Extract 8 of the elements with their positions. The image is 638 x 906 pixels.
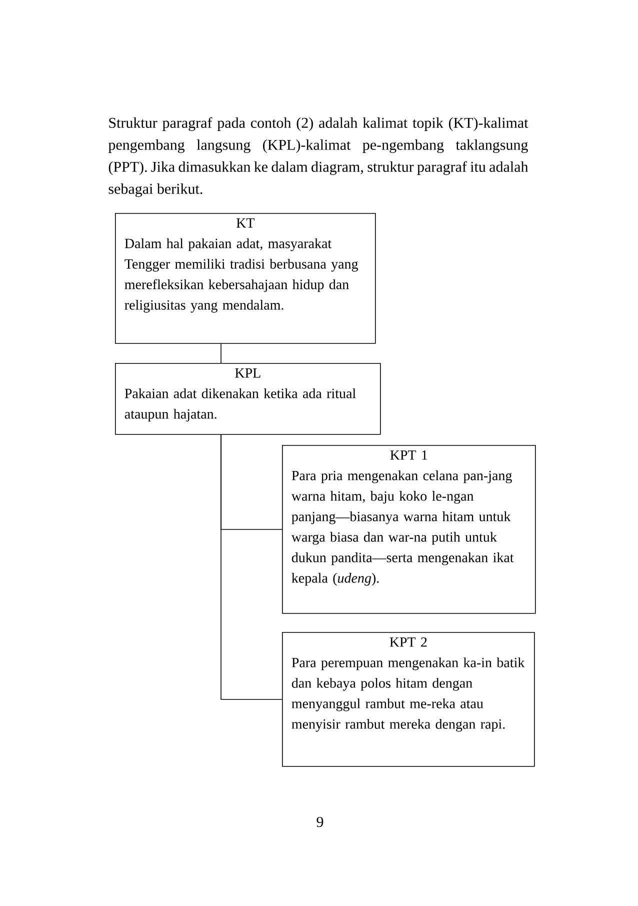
page-number: 9 [316, 816, 324, 828]
text-box: KPT 1 Para pria mengenakan celana pan-jang warna hitam, baju koko le-ngan panjang—biasanya warna hitam untuk warga biasa dan war-na putih untuk dukun pandita—serta mengenakan ikat kepala (udeng). [282, 445, 536, 614]
paragraph: Struktur paragraf pada contoh (2) adalah kalimat topik (KT)-kalimat pengembang langsung (KPL)-kalimat pe-ngembang taklangsung (PPT). Jika dimasukkan ke dalam diagram, struktur paragraf itu adalah sebagai berikut. [108, 117, 528, 197]
connector-line [220, 343, 222, 364]
text-box: KT Dalam hal pakaian adat, masyarakat Tengger memiliki tradisi berbusana yang merefleksikan kebersahajaan hidup dan religiusitas yang mendalam. [115, 213, 376, 344]
connector-line [220, 434, 282, 700]
text-box: KPL Pakaian adat dikenakan ketika ada ritual ataupun hajatan. [115, 363, 381, 435]
text-box: KPT 2 Para perempuan mengenakan ka-in batik dan kebaya polos hitam dengan menyanggul rambut me-reka atau menyisir rambut mereka dengan rapi. [282, 632, 535, 767]
